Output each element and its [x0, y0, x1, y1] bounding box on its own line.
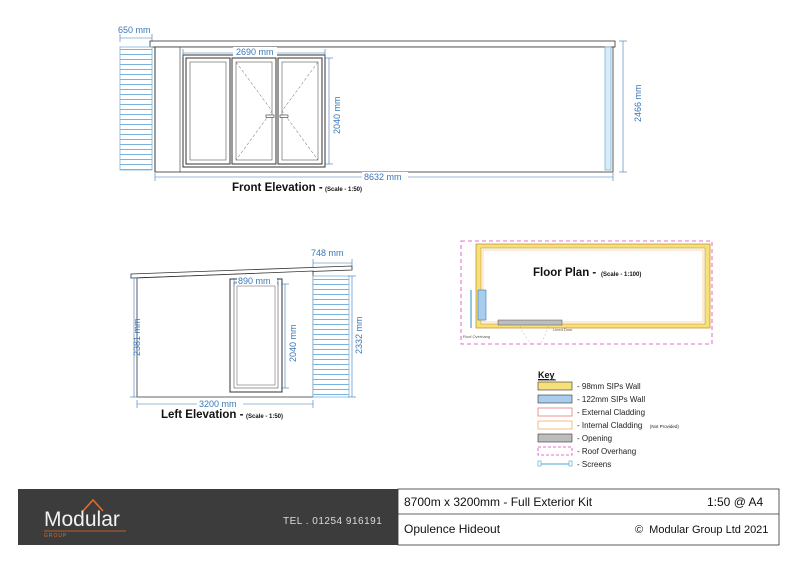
legend-roof-overhang-swatch: [537, 446, 573, 456]
legend-98mm-swatch: [537, 381, 573, 391]
legend-screens-label: - Screens: [577, 460, 611, 469]
dim-2332-label: 2332 mm: [354, 316, 364, 354]
dim-8632-label: 8632 mm: [364, 172, 402, 182]
legend-heading: Key: [538, 370, 555, 380]
left-roof: [130, 265, 353, 279]
brand-sub: GROUP: [44, 533, 67, 539]
floor-plan-title: Floor Plan -: [533, 267, 596, 279]
dim-650-label: 650 mm: [118, 25, 151, 35]
roof-overhang-outline: [460, 240, 713, 345]
floor-interior: [480, 247, 706, 325]
legend-screens-symbol: [537, 460, 573, 467]
dim-2466-label: 2466 mm: [633, 84, 643, 122]
left-screen: [312, 275, 350, 398]
front-elevation-title: Front Elevation -: [232, 182, 323, 194]
internal-cladding-line: [482, 249, 704, 323]
legend-opening-label: - Opening: [577, 434, 612, 443]
dim-2040-left-label: 2040 mm: [288, 324, 298, 362]
telephone: TEL . 01254 916191: [283, 516, 382, 527]
brand-logo: Modular GROUP: [44, 498, 126, 539]
front-door-set: [182, 54, 326, 168]
floor-plan-scale: (Scale - 1:100): [601, 272, 641, 278]
dim-2332: 2332 mm: [348, 275, 364, 398]
front-roof-fascia: [149, 40, 616, 48]
legend-external-cladding-swatch: [537, 407, 573, 417]
left-elevation-scale: (Scale - 1:50): [246, 414, 283, 420]
dim-890: 890 mm: [233, 276, 279, 286]
legend-98mm-label: - 98mm SIPs Wall: [577, 382, 641, 391]
brand-roof-icon: [82, 498, 104, 512]
title-block-dark-panel: [18, 489, 398, 545]
opening-note: Lined Door: [553, 327, 573, 332]
legend-opening-swatch: [537, 433, 573, 443]
dim-2381-label: 2381 mm: [132, 318, 142, 356]
dim-2040-front-label: 2040 mm: [332, 96, 342, 134]
front-elevation-scale: (Scale - 1:50): [325, 187, 362, 193]
legend-internal-cladding-swatch: [537, 420, 573, 430]
dim-3200-label: 3200 mm: [199, 399, 237, 409]
dim-748-label: 748 mm: [311, 248, 344, 258]
legend-roof-overhang-label: - Roof Overhang: [577, 447, 636, 456]
left-door: [229, 278, 283, 393]
kit-name: 8700m x 3200mm - Full Exterior Kit: [404, 495, 593, 509]
front-screen: [119, 46, 153, 171]
left-elevation-title: Left Elevation -: [161, 409, 244, 421]
dim-748: 748 mm: [311, 248, 353, 267]
dim-890-label: 890 mm: [238, 276, 271, 286]
dim-650: 650 mm: [118, 25, 153, 42]
left-sips-122: [477, 289, 487, 321]
sheet-scale: 1:50 @ A4: [707, 495, 764, 509]
floor-plan: Roof Overhang Lined Door Floor Plan - (S…: [460, 240, 713, 345]
dim-2466: 2466 mm: [619, 40, 643, 173]
legend-internal-cladding-text: - Internal Cladding (Not Provided): [577, 415, 679, 432]
dim-2040-left: 2040 mm: [281, 283, 298, 389]
front-end-screen: [604, 46, 612, 171]
dim-2690-label: 2690 mm: [236, 47, 274, 57]
brand-name: Modular: [44, 508, 120, 531]
dim-2040-front: 2040 mm: [325, 57, 342, 165]
front-elevation: 650 mm 2690 mm 2040 mm 2466 mm: [118, 25, 643, 194]
left-elevation: 748 mm 890 mm 2381 mm 2040 mm: [130, 248, 364, 421]
legend-122mm-label: - 122mm SIPs Wall: [577, 395, 645, 404]
dim-2690: 2690 mm: [182, 47, 326, 57]
legend: Key - 98mm SIPs Wall - 122mm SIPs Wall -…: [537, 370, 679, 469]
copyright-text: © Modular Group Ltd 2021: [635, 524, 768, 536]
project-name: Opulence Hideout: [404, 522, 501, 536]
legend-122mm-swatch: [537, 394, 573, 404]
legend-external-cladding-label: - External Cladding: [577, 408, 645, 417]
title-block-info-panel: [397, 488, 780, 546]
left-wall: [136, 270, 314, 398]
dim-2381: 2381 mm: [130, 277, 142, 398]
front-opening: [497, 319, 563, 326]
dim-8632: 8632 mm: [154, 172, 614, 182]
roof-overhang-note: Roof Overhang: [463, 334, 490, 339]
title-block: Modular GROUP TEL . 01254 916191 8700m x…: [18, 488, 780, 546]
copyright-icon: ©: [635, 524, 643, 536]
dim-3200: 3200 mm: [136, 399, 314, 409]
